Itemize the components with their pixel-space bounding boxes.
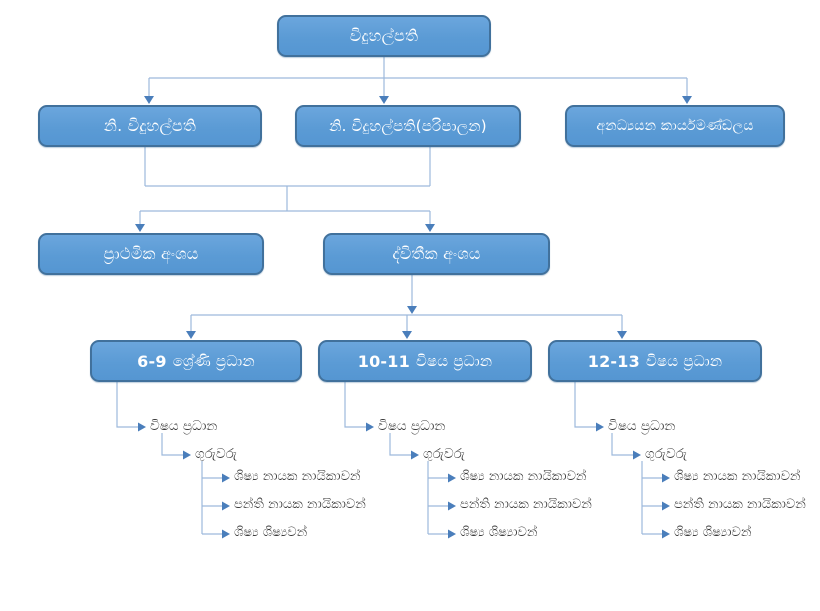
node-principal-label: විදුහල්පති (349, 26, 419, 45)
tree-3-item-class-monitors: පන්ති නායක නායිකාවන් (674, 497, 806, 512)
node-deputy-principal-admin: නි. විදුහල්පති(පරිපාලන) (295, 105, 521, 147)
tree-3-item-students: ශිෂ්‍ය ශිෂ්‍යාවන් (674, 525, 752, 540)
tree-3-subject-head-label: විෂය ප්‍රධාන (608, 418, 676, 434)
node-grade-10-11-prefix: 10-11 (357, 351, 410, 371)
tree-1-item-class-monitors: පන්ති නායක නායිකාවන් (234, 497, 366, 512)
node-grade-6-9-label: ශ්‍රේණි ප්‍රධාන (172, 352, 255, 370)
tree-2-teachers-label: ගුරුවරු (423, 446, 465, 462)
tree-2-item-head-prefects: ශිෂ්‍ය නායක නායිකාවන් (460, 469, 587, 484)
node-secondary-section-label: ද්විතීක අංශය (392, 244, 481, 263)
node-deputy-principal: නි. විදුහල්පති (38, 105, 262, 147)
node-grade-10-11-head: 10-11 විෂය ප්‍රධාන (318, 340, 532, 382)
node-principal: විදුහල්පති (277, 15, 491, 57)
tree-1-item-students: ශිෂ්‍ය ශිෂ්‍යවන් (234, 525, 308, 540)
node-grade-6-9-prefix: 6-9 (137, 351, 167, 371)
tree-1-teachers-label: ගුරුවරු (195, 446, 237, 462)
tree-2-subject-head-label: විෂය ප්‍රධාන (378, 418, 446, 434)
node-deputy-principal-admin-label: නි. විදුහල්පති(පරිපාලන) (329, 117, 487, 135)
tree-3-teachers-label: ගුරුවරු (645, 446, 687, 462)
node-grade-12-13-prefix: 12-13 (587, 351, 640, 371)
node-grade-12-13-label: විෂය ප්‍රධාන (645, 352, 723, 370)
node-primary-section-label: ප්‍රාථමික අංශය (103, 244, 199, 263)
tree-2-item-students: ශිෂ්‍ය ශිෂ්‍යාවන් (460, 525, 538, 540)
node-non-academic-staff: අනධ්‍යයන කාර්යමණ්ඩලය (565, 105, 785, 147)
node-grade-6-9-head: 6-9 ශ්‍රේණි ප්‍රධාන (90, 340, 302, 382)
node-grade-10-11-label: විෂය ප්‍රධාන (415, 352, 493, 370)
tree-1-item-head-prefects: ශිෂ්‍ය නායක නායිකාවන් (234, 469, 361, 484)
tree-3-item-head-prefects: ශිෂ්‍ය නායක නායිකාවන් (674, 469, 801, 484)
node-grade-12-13-head: 12-13 විෂය ප්‍රධාන (548, 340, 762, 382)
node-non-academic-staff-label: අනධ්‍යයන කාර්යමණ්ඩලය (596, 118, 754, 134)
node-primary-section: ප්‍රාථමික අංශය (38, 233, 264, 275)
node-deputy-principal-label: නි. විදුහල්පති (103, 116, 197, 135)
tree-1-subject-head-label: විෂය ප්‍රධාන (150, 418, 218, 434)
node-secondary-section: ද්විතීක අංශය (323, 233, 550, 275)
tree-2-item-class-monitors: පන්ති නායක නායිකාවන් (460, 497, 592, 512)
